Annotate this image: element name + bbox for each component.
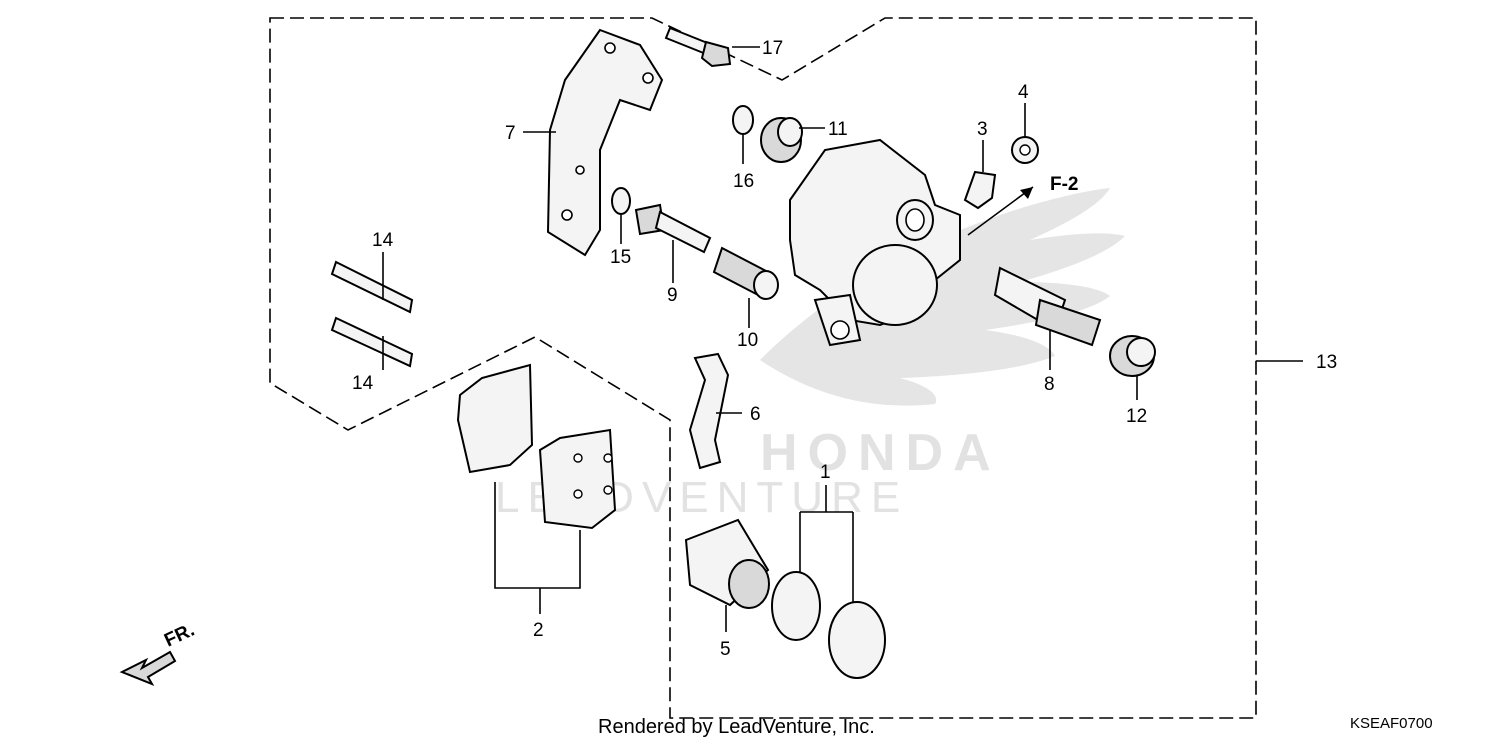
- f2-arrow-head: [1020, 187, 1033, 199]
- callout-12: 12: [1126, 406, 1147, 427]
- callout-4: 4: [1018, 82, 1029, 103]
- part-1-seal-dust: [828, 601, 886, 679]
- callout-8: 8: [1044, 374, 1055, 395]
- part-4-cap: [1011, 136, 1039, 164]
- part-2-brake-pads: [456, 363, 617, 530]
- caliper-body: [789, 138, 961, 347]
- part-14-pin-lower: [330, 316, 414, 368]
- callout-5: 5: [720, 639, 731, 660]
- callout-6: 6: [750, 404, 761, 425]
- part-14-pin-upper: [330, 260, 414, 314]
- part-9-pin-bolt: [634, 203, 712, 254]
- rendered-by-footer: Rendered by LeadVenture, Inc.: [598, 716, 875, 738]
- callout-3: 3: [977, 119, 988, 140]
- part-3-bleeder: [963, 170, 997, 210]
- leader-lines: [382, 46, 1303, 632]
- part-11-boot: [760, 117, 803, 163]
- part-8-pin: [993, 266, 1102, 347]
- reference-label-f2: F-2: [1050, 174, 1079, 195]
- callout-13: 13: [1316, 352, 1337, 373]
- callout-15: 15: [610, 247, 631, 268]
- f2-arrow-line: [967, 186, 1034, 236]
- callout-14-upper: 14: [372, 230, 394, 251]
- callout-1: 1: [820, 462, 831, 483]
- part-15-washer: [611, 187, 631, 215]
- honda-wing-watermark: [760, 188, 1125, 406]
- assembly-boundary: [269, 17, 1257, 719]
- front-label: FR.: [161, 620, 198, 652]
- diagram-code: KSEAF0700: [1350, 715, 1433, 732]
- part-6-pad-spring: [688, 352, 730, 470]
- part-12-boot: [1109, 335, 1156, 377]
- front-direction-arrow: [119, 650, 177, 686]
- part-7-caliper-bracket: [546, 28, 664, 257]
- callout-16: 16: [733, 171, 754, 192]
- callout-2: 2: [533, 620, 544, 641]
- part-16-washer: [732, 105, 754, 135]
- callout-14-lower: 14: [352, 373, 374, 394]
- callout-11: 11: [828, 119, 848, 140]
- callout-7: 7: [505, 123, 516, 144]
- honda-watermark-text: HONDA: [760, 424, 1001, 482]
- callout-9: 9: [667, 285, 678, 306]
- callout-10: 10: [737, 330, 758, 351]
- part-1-seal-piston: [771, 571, 821, 641]
- callout-17: 17: [762, 38, 783, 59]
- part-17-bolt: [664, 26, 732, 68]
- part-10-sleeve: [712, 246, 779, 300]
- part-5-piston: [684, 518, 770, 609]
